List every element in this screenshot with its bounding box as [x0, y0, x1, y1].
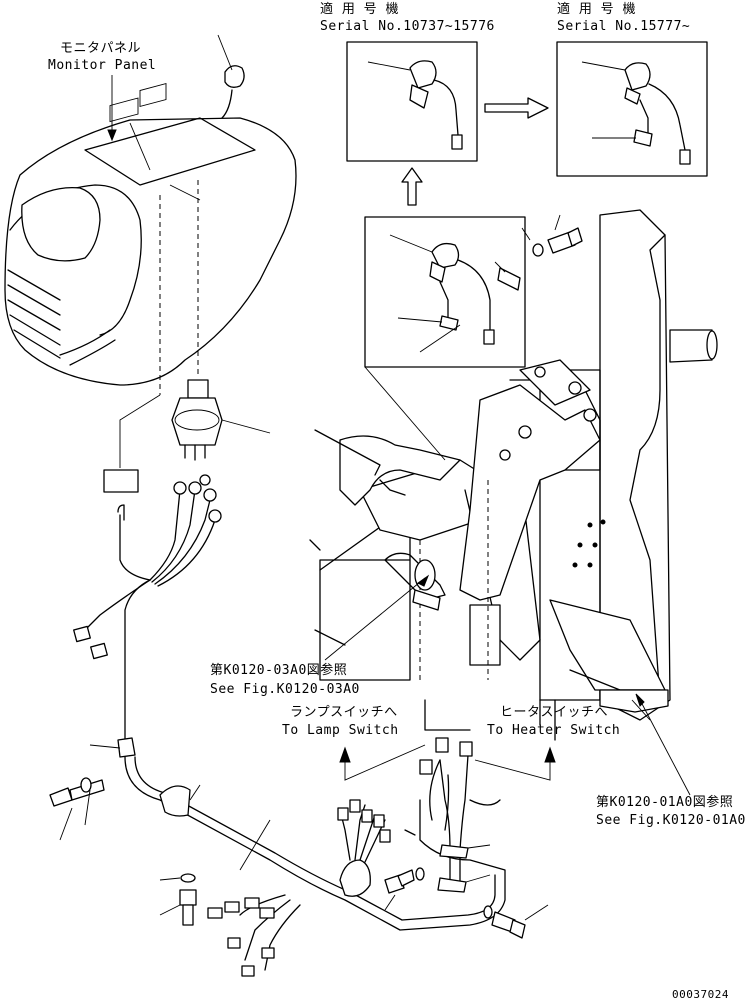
rubber-cap — [217, 34, 245, 119]
serial-late-label-jp: 適 用 号 機 — [557, 1, 636, 17]
drawing-number: 00037024 — [672, 988, 729, 1001]
arrow-up-icon — [401, 167, 423, 206]
lamp-switch-label-jp: ランプスイッチへ — [290, 705, 398, 720]
harness-connectors-bottom — [207, 799, 391, 977]
serial-early-label-jp: 適 用 号 機 — [320, 1, 399, 17]
see-fig-03-label-en: See Fig.K0120-03A0 — [210, 682, 360, 697]
leader-see-fig-03 — [324, 577, 426, 661]
monitor-panel-label-jp: モニタパネル — [60, 41, 141, 56]
heater-switch-label-jp: ヒータスイッチへ — [500, 705, 608, 720]
wiring-harness-right — [404, 737, 501, 893]
see-fig-01-label-en: See Fig.K0120-01A0 — [596, 813, 746, 828]
key-switch — [171, 379, 271, 461]
bolt-center — [384, 867, 425, 911]
lamp-switch-label-en: To Lamp Switch — [282, 723, 399, 738]
monitor-panel-label-en: Monitor Panel — [48, 58, 156, 73]
inset-late — [556, 41, 708, 177]
bolt-vertical — [159, 873, 197, 926]
bolt-left — [49, 777, 105, 841]
see-fig-03-label-jp: 第K0120-03A0図参照 — [210, 662, 347, 678]
serial-early-label-en: Serial No.10737~15776 — [320, 19, 495, 34]
wiring-harness-left — [73, 394, 506, 931]
inset-center-leader — [364, 366, 446, 461]
lamp-switch-arrow — [339, 744, 426, 781]
inset-early — [346, 41, 478, 162]
center-bracket — [309, 359, 601, 741]
leader-see-fig-01 — [639, 699, 691, 796]
monitor-panel — [4, 75, 297, 395]
see-fig-01-label-jp: 第K0120-01A0図参照 — [596, 794, 733, 810]
bolt-bracket — [494, 214, 583, 291]
serial-late-label-en: Serial No.15777~ — [557, 19, 690, 34]
bracket-assembly — [539, 209, 718, 721]
bolt-right — [483, 904, 549, 939]
arrow-right-icon — [484, 97, 549, 119]
heater-switch-arrow — [474, 746, 556, 781]
heater-switch-label-en: To Heater Switch — [487, 723, 620, 738]
inset-center — [364, 216, 526, 368]
